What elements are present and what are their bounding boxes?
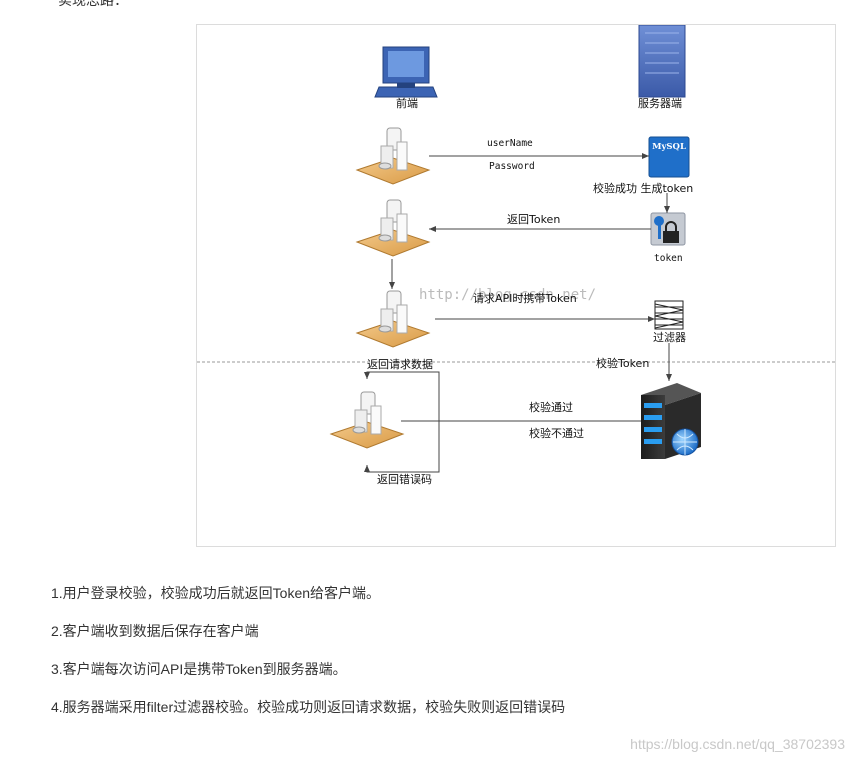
client-user-icon: [355, 290, 431, 348]
step-2-text: 2.客户端收到数据后保存在客户端: [51, 623, 259, 639]
mysql-label: MySQL: [652, 142, 686, 152]
key-lock-icon: [650, 212, 686, 246]
return-data-arrow: [364, 371, 440, 421]
server-tower-icon: [638, 25, 686, 98]
request-with-token-label: 请求API时携带Token: [473, 292, 577, 305]
frontend-label: 前端: [396, 97, 418, 110]
token-flow-diagram: MySQL: [196, 24, 836, 547]
section-heading: 实现思路：: [58, 0, 128, 9]
computer-monitor-icon: [374, 46, 438, 98]
filter-label: 过滤器: [653, 331, 686, 344]
client-user-icon: [355, 199, 431, 257]
client-user-icon: [355, 127, 431, 185]
fail-label: 校验不通过: [529, 427, 584, 440]
return-error-label: 返回错误码: [377, 473, 432, 486]
mysql-database-icon: MySQL: [648, 136, 690, 178]
return-token-label: 返回Token: [507, 213, 561, 226]
token-label: token: [654, 253, 683, 264]
server-label: 服务器端: [638, 97, 682, 110]
verify-success-label: 校验成功 生成token: [593, 182, 694, 195]
diagram-canvas: MySQL: [197, 25, 835, 473]
username-label: userName: [487, 138, 533, 149]
filter-icon: [654, 300, 684, 330]
verify-token-label: 校验Token: [596, 357, 650, 370]
step-1-text: 1.用户登录校验，校验成功后就返回Token给客户端。: [51, 585, 381, 601]
pass-label: 校验通过: [529, 401, 573, 414]
client-user-icon: [329, 391, 405, 449]
return-error-arrow: [364, 421, 440, 473]
step-3-text: 3.客户端每次访问API是携带Token到服务器端。: [51, 661, 347, 677]
csdn-watermark: https://blog.csdn.net/qq_38702393: [630, 736, 845, 752]
return-data-label: 返回请求数据: [367, 358, 433, 371]
rack-server-globe-icon: [641, 383, 701, 459]
password-label: Password: [489, 161, 535, 172]
blog-watermark: http://blog.csdn.net/: [419, 287, 597, 303]
step-4-text: 4.服务器端采用filter过滤器校验。校验成功则返回请求数据，校验失败则返回错…: [51, 699, 566, 715]
